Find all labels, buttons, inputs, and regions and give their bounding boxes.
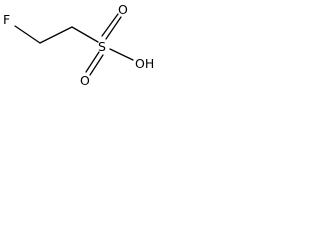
bond-s-oh xyxy=(109,48,134,61)
atom-label-sulfur: S xyxy=(98,39,106,54)
bond-s-o-top-a xyxy=(101,13,119,37)
bond-c1-c2 xyxy=(39,26,73,44)
bond-c2-s xyxy=(71,26,99,43)
bond-s-o-top-b xyxy=(105,16,122,40)
atom-label-oxygen-top: O xyxy=(118,2,128,17)
atom-label-hydroxyl: OH xyxy=(135,56,154,71)
bond-s-o-bottom-a xyxy=(85,51,100,73)
molecule-structure: F S O O OH xyxy=(3,2,154,88)
bond-f-c1 xyxy=(14,25,41,44)
bond-s-o-bottom-b xyxy=(89,54,104,76)
structure-canvas: F S O O OH xyxy=(0,0,164,88)
atom-label-oxygen-bottom: O xyxy=(80,73,90,88)
atom-label-fluorine: F xyxy=(3,12,10,27)
